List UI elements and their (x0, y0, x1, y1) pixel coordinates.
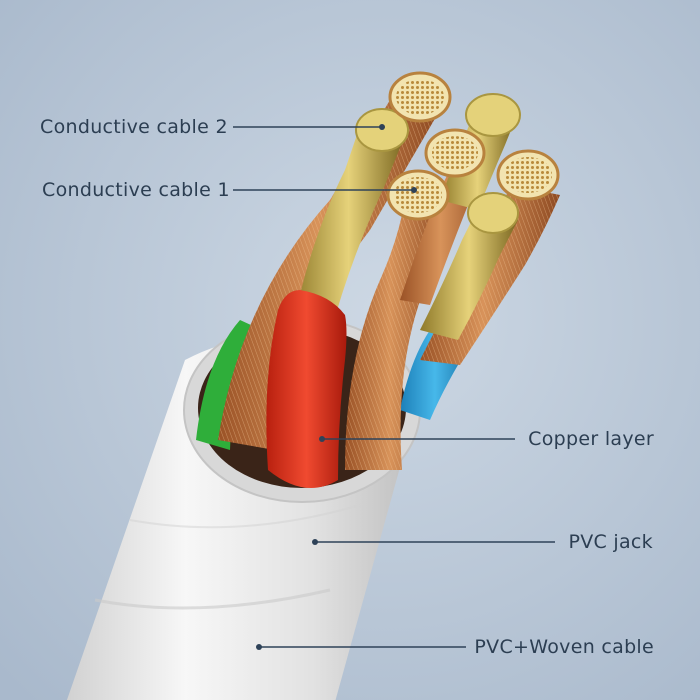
gold-conductor-right (420, 208, 518, 340)
label-copper-layer: Copper layer (528, 428, 654, 450)
label-pvc-woven-cable: PVC+Woven cable (474, 636, 654, 658)
copper-end-caps (386, 71, 560, 221)
label-conductive-cable-1: Conductive cable 1 (42, 179, 230, 201)
red-insulation (266, 290, 347, 488)
conductor-cap-right (467, 192, 519, 234)
leader-lines (233, 124, 555, 650)
gold-conductor-left (292, 120, 405, 335)
label-pvc-jack: PVC jack (568, 531, 653, 553)
conductor-cap-top (465, 93, 521, 137)
label-conductive-cable-2: Conductive cable 2 (40, 116, 228, 138)
